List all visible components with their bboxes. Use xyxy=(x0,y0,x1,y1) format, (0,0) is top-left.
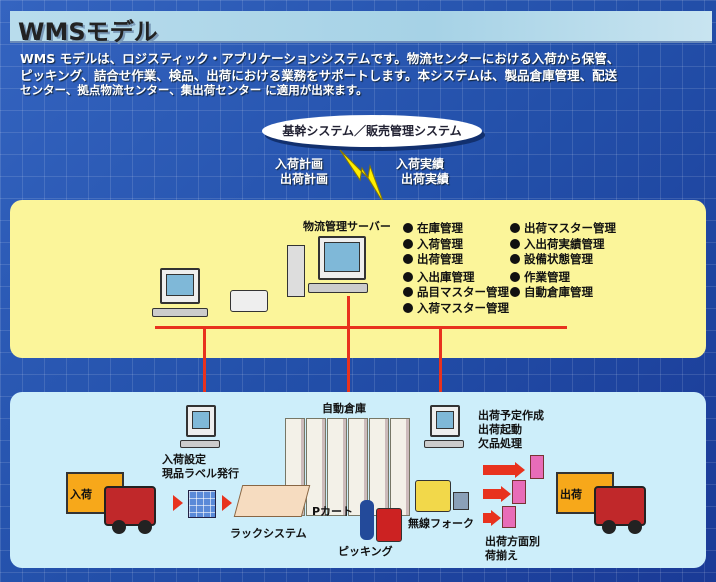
network-drop xyxy=(203,329,206,407)
sort-arrow-head-icon xyxy=(515,462,525,478)
roll-cart-icon xyxy=(512,480,526,504)
pallet-icon xyxy=(188,490,216,518)
server-functions-right: 出荷マスター管理 入出荷実績管理 設備状態管理 作業管理 自動倉庫管理 xyxy=(510,221,616,301)
roll-cart-icon xyxy=(502,506,516,528)
description-line: WMS モデルは、ロジスティック・アプリケーションシステムです。物流センターにお… xyxy=(20,51,620,66)
label-printer-icon xyxy=(230,290,268,312)
flow-arrow-icon xyxy=(173,495,183,511)
keyboard-icon xyxy=(308,283,368,293)
sort-arrow-head-icon xyxy=(491,510,501,526)
rack-system-label: ラックシステム xyxy=(230,527,307,540)
server-tower-icon xyxy=(287,245,305,297)
keyboard-icon xyxy=(152,308,208,317)
wheel-icon xyxy=(602,520,616,534)
forklift-load-icon xyxy=(453,492,469,510)
sort-arrow-icon xyxy=(483,465,515,475)
network-drop xyxy=(347,296,350,396)
inbound-truck-label: 入荷 xyxy=(70,488,92,501)
plan-label: 入荷計画出荷計画 xyxy=(275,157,329,186)
roll-cart-icon xyxy=(530,455,544,479)
truck-cab-icon xyxy=(104,486,156,526)
picker-worker-icon xyxy=(360,500,374,540)
p-cart-label: Pカート xyxy=(312,505,354,518)
receiving-terminal-label: 入荷設定現品ラベル発行 xyxy=(162,453,239,480)
page-title: WMSモデル xyxy=(18,18,158,46)
truck-cab-icon xyxy=(594,486,646,526)
sort-arrow-icon xyxy=(483,513,491,523)
server-label: 物流管理サーバー xyxy=(303,220,391,233)
keyboard-icon xyxy=(180,440,220,448)
client-pc-icon xyxy=(160,268,200,304)
network-drop xyxy=(439,329,442,407)
wheel-icon xyxy=(628,520,642,534)
receiving-terminal-icon xyxy=(186,405,216,437)
forklift-label: 無線フォーク xyxy=(408,517,474,530)
wheel-icon xyxy=(138,520,152,534)
keyboard-icon xyxy=(424,440,464,448)
outbound-truck-label: 出荷 xyxy=(560,488,582,501)
host-system-bubble: 基幹システム／販売管理システム xyxy=(262,115,482,147)
picking-label: ピッキング xyxy=(338,545,393,558)
p-cart-icon xyxy=(376,508,402,542)
title-bar xyxy=(10,11,712,43)
forklift-icon xyxy=(415,480,451,512)
sort-arrow-icon xyxy=(483,489,501,499)
shipping-terminal-label: 出荷予定作成出荷起動欠品処理 xyxy=(478,409,544,450)
shipping-terminal-icon xyxy=(430,405,460,437)
flow-arrow-icon xyxy=(222,495,232,511)
rack-system-icon xyxy=(233,485,311,517)
lightning-icon xyxy=(339,149,385,205)
auto-warehouse-label: 自動倉庫 xyxy=(322,402,366,415)
network-line xyxy=(155,326,567,329)
wheel-icon xyxy=(112,520,126,534)
sorting-label: 出荷方面別荷揃え xyxy=(485,535,540,562)
description-line: ピッキング、詰合せ作業、検品、出荷における業務をサポートします。本システムは、製… xyxy=(20,68,618,83)
sort-arrow-head-icon xyxy=(501,486,511,502)
description-line: センター、拠点物流センター、集出荷センター に適用が出来ます。 xyxy=(20,83,368,97)
server-monitor-icon xyxy=(318,236,366,280)
server-functions-left: 在庫管理 入荷管理 出荷管理 入出庫管理 品目マスター管理 入荷マスター管理 xyxy=(403,221,509,316)
result-label: 入荷実績出荷実績 xyxy=(396,157,450,186)
